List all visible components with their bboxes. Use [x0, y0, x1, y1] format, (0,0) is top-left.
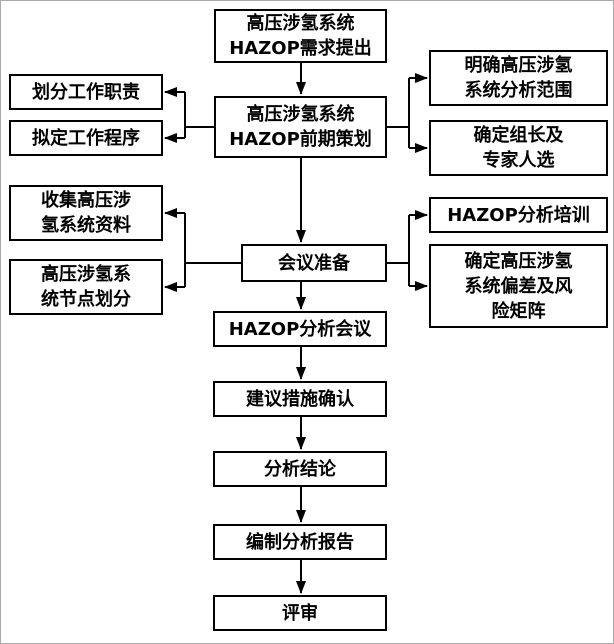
node-hazop-requirement: 高压涉氢系统 HAZOP需求提出	[214, 9, 387, 63]
node-collect-system-data-label: 收集高压涉 氢系统资料	[41, 190, 131, 236]
node-meeting-preparation-label: 会议准备	[278, 252, 350, 274]
node-deviation-risk-matrix-label: 确定高压涉氢 系统偏差及风 险矩阵	[464, 250, 573, 322]
node-draft-procedures-label: 拟定工作程序	[32, 127, 140, 149]
node-review-label: 评审	[282, 602, 318, 624]
node-report-compilation-label: 编制分析报告	[246, 531, 354, 553]
node-collect-system-data: 收集高压涉 氢系统资料	[9, 185, 163, 241]
node-hazop-training-label: HAZOP分析培训	[447, 204, 590, 226]
node-deviation-risk-matrix: 确定高压涉氢 系统偏差及风 险矩阵	[429, 244, 608, 328]
node-hazop-requirement-label: 高压涉氢系统 HAZOP需求提出	[229, 13, 372, 59]
node-hazop-training: HAZOP分析培训	[429, 197, 608, 233]
node-hazop-preplanning: 高压涉氢系统 HAZOP前期策划	[214, 96, 387, 158]
node-hazop-analysis-meeting-label: HAZOP分析会议	[228, 318, 372, 340]
node-review: 评审	[213, 595, 387, 631]
node-measures-confirmation-label: 建议措施确认	[246, 388, 354, 410]
node-analysis-conclusion-label: 分析结论	[264, 458, 336, 480]
node-analysis-scope: 明确高压涉氢 系统分析范围	[429, 50, 608, 106]
node-divide-responsibilities-label: 划分工作职责	[32, 81, 140, 103]
node-divide-responsibilities: 划分工作职责	[9, 74, 163, 110]
node-measures-confirmation: 建议措施确认	[213, 381, 387, 417]
node-hazop-analysis-meeting: HAZOP分析会议	[213, 311, 387, 347]
node-system-node-division: 高压涉氢系 统节点划分	[9, 259, 163, 315]
node-system-node-division-label: 高压涉氢系 统节点划分	[41, 264, 131, 310]
node-hazop-preplanning-label: 高压涉氢系统 HAZOP前期策划	[229, 104, 372, 150]
node-leader-and-experts: 确定组长及 专家人选	[429, 120, 608, 176]
node-analysis-conclusion: 分析结论	[213, 451, 387, 487]
node-report-compilation: 编制分析报告	[213, 524, 387, 560]
node-draft-procedures: 拟定工作程序	[9, 120, 163, 156]
node-meeting-preparation: 会议准备	[241, 244, 387, 282]
node-leader-and-experts-label: 确定组长及 专家人选	[473, 125, 564, 171]
node-analysis-scope-label: 明确高压涉氢 系统分析范围	[464, 55, 573, 101]
